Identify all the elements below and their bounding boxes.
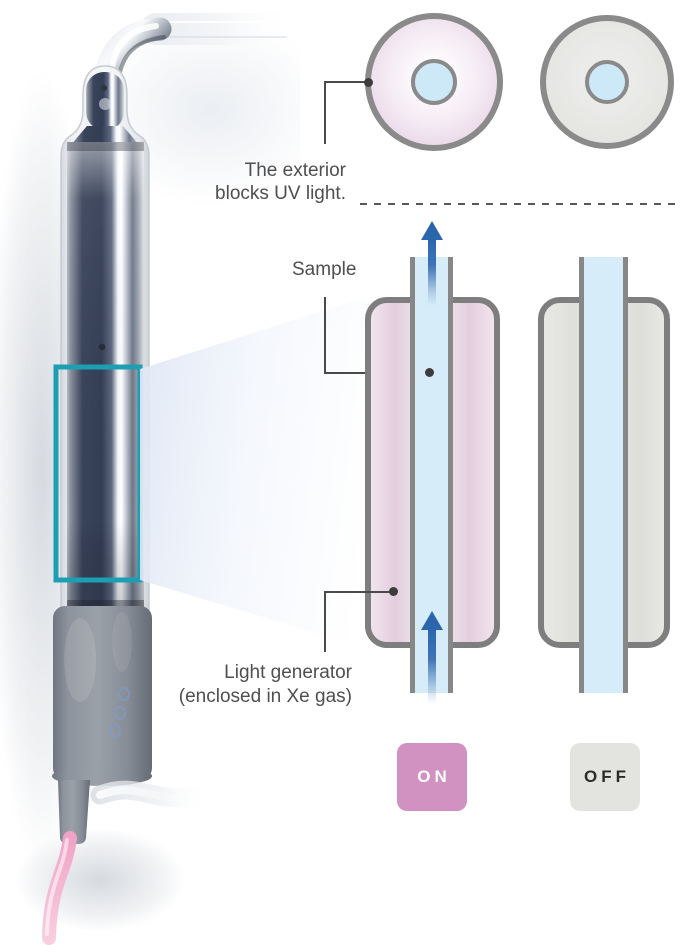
leader-line	[324, 297, 326, 374]
flow-arrow-shaft	[428, 238, 436, 306]
sleeve-markings	[109, 687, 130, 738]
sample-tube-off	[579, 257, 628, 693]
off-badge: OFF	[570, 743, 640, 811]
inner-tube-circle	[585, 60, 629, 104]
device-photo	[0, 13, 300, 945]
flow-arrow-up-icon	[421, 611, 443, 630]
flow-arrow-shaft	[428, 628, 436, 704]
photo-shadow	[15, 828, 185, 932]
sample-label: Sample	[292, 259, 357, 280]
loop-tube	[90, 780, 215, 808]
leader-line	[324, 81, 369, 83]
top-glass-tube	[140, 13, 295, 45]
cross-section-off	[540, 15, 674, 149]
leader-line	[324, 81, 326, 144]
inner-tube-circle	[411, 59, 457, 105]
on-badge: ON	[397, 743, 467, 811]
metal-lamp-body	[67, 72, 144, 614]
leader-line	[324, 591, 390, 593]
exterior-label: The exterior blocks UV light.	[215, 160, 346, 204]
connector-stub	[58, 780, 90, 844]
flow-arrow-up-icon	[421, 221, 443, 240]
dashed-divider	[360, 203, 678, 205]
off-badge-label: OFF	[584, 767, 630, 786]
light-generator-label: Light generator (enclosed in Xe gas)	[178, 662, 352, 707]
leader-dot	[425, 368, 434, 377]
leader-dot	[389, 587, 398, 596]
on-badge-label: ON	[417, 767, 451, 786]
leader-line	[324, 591, 326, 652]
pink-cable	[42, 831, 77, 945]
leader-dot	[364, 78, 373, 87]
rubber-sleeve	[52, 606, 152, 786]
cross-section-on	[365, 13, 503, 151]
